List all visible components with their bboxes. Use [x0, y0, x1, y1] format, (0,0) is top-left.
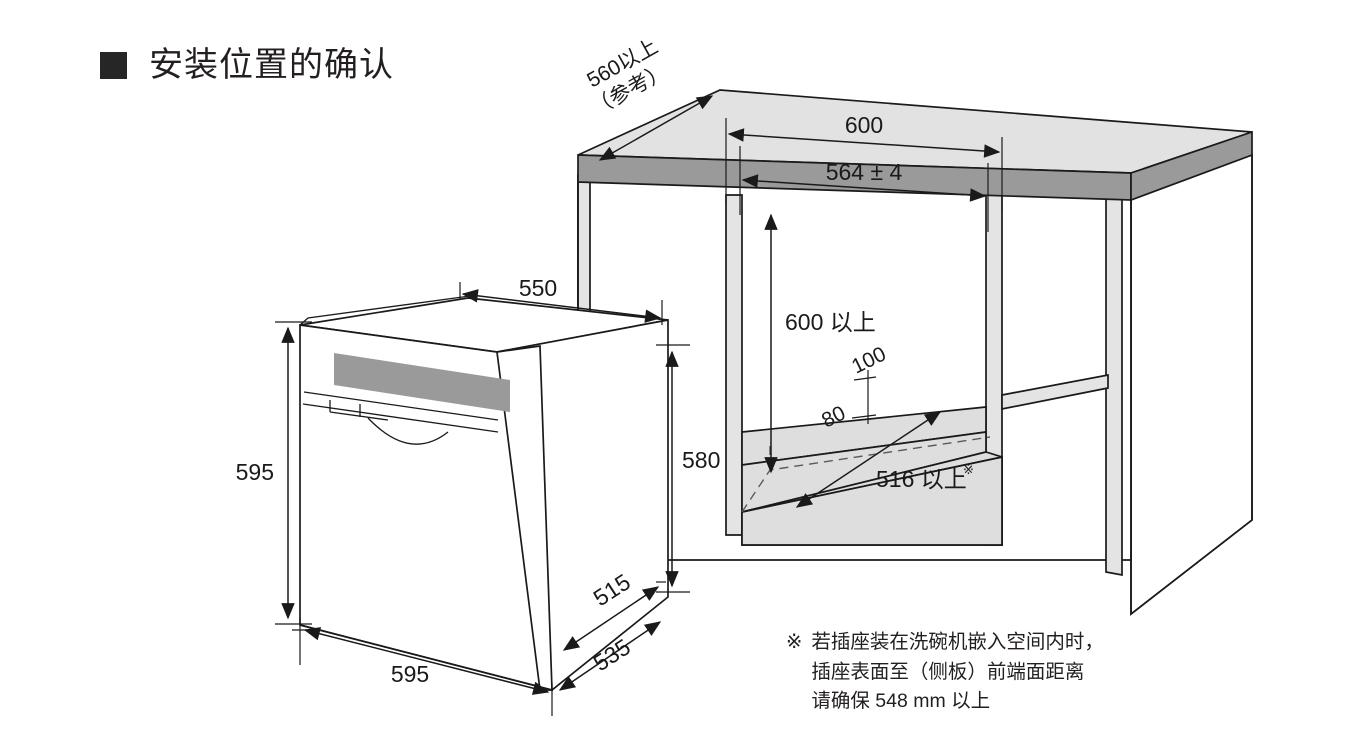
dim-line-width-opening — [741, 174, 987, 202]
appliance-body — [299, 295, 669, 692]
dim-line-width-outer — [727, 128, 1001, 158]
footnote-line-3: 请确保 548 mm 以上 — [811, 690, 991, 713]
footnote-mark: ※ — [786, 631, 803, 653]
dim-label-height-body: 580 — [682, 447, 720, 473]
footnote-line-1: 若插座装在洗碗机嵌入空间内时， — [811, 631, 1104, 653]
page-title-text: 安装位置的确认 — [149, 46, 394, 84]
dim-label-width-front: 595 — [391, 661, 429, 687]
footnote-line-2: 插座表面至（侧板）前端面距离 — [811, 660, 1085, 683]
dim-label-height-opening: 600 以上 — [785, 309, 876, 335]
cabinet-right-outline — [1130, 155, 1253, 616]
cabinet-opening-left-divider — [725, 194, 743, 536]
dim-line-depth-reference — [598, 95, 714, 161]
appliance-top-corner-detail — [299, 295, 471, 326]
dim-line-depth-top — [461, 289, 662, 323]
appliance-door-trim-top — [303, 391, 499, 421]
dim-label-depth-opening-mark: ※ — [963, 462, 974, 477]
footnote: ※ 若插座装在洗碗机嵌入空间内时， 插座表面至（侧板）前端面距离 请确保 548… — [786, 628, 1216, 717]
page-title: 安装位置的确认 — [100, 48, 394, 82]
dim-label-width-opening: 564 ± 4 — [826, 159, 903, 185]
dim-line-width-front — [303, 627, 550, 695]
cabinet-right-outer-face — [1130, 154, 1253, 616]
dim-label-depth-top: 550 — [519, 275, 557, 301]
footnote-body: 若插座装在洗碗机嵌入空间内时， 插座表面至（侧板）前端面距离 请确保 548 m… — [811, 628, 1216, 717]
square-bullet-icon — [100, 51, 127, 79]
dim-label-depth-opening: 516 以上 — [876, 466, 967, 492]
appliance-door-trim-bottom — [302, 403, 499, 433]
appliance-handle-curve — [367, 417, 449, 445]
dim-label-height-front: 595 — [236, 459, 274, 485]
cabinet-body — [577, 89, 1253, 616]
appliance-handle-edge — [329, 411, 389, 421]
dim-label-width-outer: 600 — [845, 112, 883, 138]
ext-line-lip-upper-tick — [853, 376, 877, 381]
cabinet-right-shelf-edge — [1001, 374, 1109, 396]
dim-line-depth-opening — [795, 411, 942, 508]
appliance-control-panel — [334, 353, 510, 412]
dim-line-depth-base — [558, 621, 662, 691]
